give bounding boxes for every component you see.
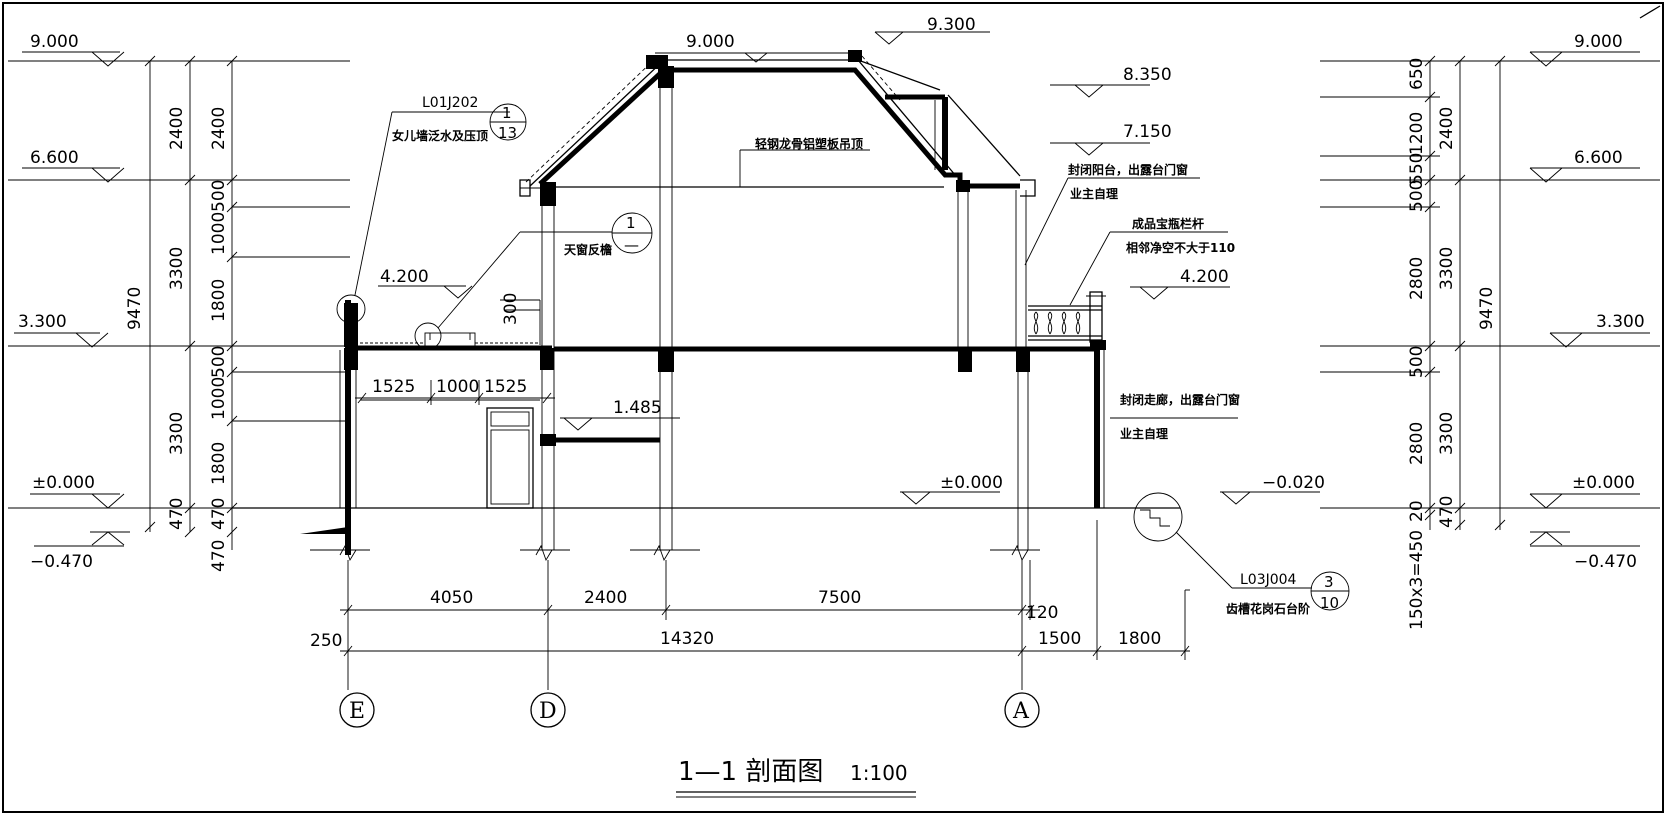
dim-bay-120: 120 [1026, 603, 1058, 623]
step-text: 齿槽花岗石台阶 [1226, 601, 1311, 616]
dim-bay-2400: 2400 [584, 588, 627, 608]
right-elevation-markers: 9.000 6.600 3.300 ±0.000 −0.470 [1320, 32, 1660, 572]
dim-bay-4050: 4050 [430, 588, 473, 608]
right-elev-3300: 3.300 [1596, 312, 1645, 332]
left-dim-outer-470: 470 [167, 498, 187, 530]
right-dim-2400: 2400 [1437, 107, 1457, 150]
elev-balcony-right: 4.200 [1180, 267, 1229, 287]
left-dim-inner-1000a: 1000 [209, 212, 229, 255]
dim-bay-7500: 7500 [818, 588, 861, 608]
axis-A: A [1012, 699, 1030, 724]
right-dim-500b: 500 [1407, 346, 1427, 378]
right-dim-550: 550 [1407, 153, 1427, 185]
parapet-detail-sheet: 13 [498, 124, 517, 142]
right-dim-20: 20 [1407, 500, 1427, 522]
left-elev-6600: 6.600 [30, 148, 79, 168]
elev-roof-top: 9.000 [686, 32, 735, 52]
railing-text-1: 成品宝瓶栏杆 [1132, 216, 1204, 231]
right-dim-2800a: 2800 [1407, 257, 1427, 300]
building-section [232, 50, 1180, 562]
skylight-detail-num: 1 [626, 214, 636, 232]
left-dim-below-470: 470 [209, 540, 229, 572]
drawing-title: 1—1 剖面图 [678, 757, 823, 787]
elev-8350: 8.350 [1123, 65, 1172, 85]
ceiling-text: 轻钢龙骨铝塑板吊顶 [755, 136, 863, 151]
skylight-detail-sheet: — [624, 236, 639, 254]
dim-overall-250: 250 [310, 631, 342, 651]
left-dim-inner-1800a: 1800 [209, 279, 229, 322]
dim-skylight-1000: 1000 [436, 377, 479, 397]
axis-D: D [539, 699, 557, 724]
left-dim-outer-3300b: 3300 [167, 412, 187, 455]
drawing-title-block: 1—1 剖面图 1:100 [676, 757, 916, 798]
left-elevation-markers: 9.000 6.600 3.300 ±0.000 −0.470 [8, 32, 350, 572]
right-elev-9000: 9.000 [1574, 32, 1623, 52]
balcony-text-1: 封闭阳台，出露台门窗 [1068, 162, 1188, 177]
railing-text-2: 相邻净空不大于110 [1126, 240, 1235, 255]
dim-skylight-1525b: 1525 [484, 377, 527, 397]
section-elevation-labels: 9.000 9.300 8.350 7.150 4.200 300 4.200 … [378, 15, 1325, 505]
parapet-ref: L01J202 [422, 95, 478, 111]
left-dim-inner-500a: 500 [209, 180, 229, 212]
right-dim-stairs: 150x3=450 [1407, 530, 1427, 630]
top-corner-tick [1639, 5, 1661, 19]
step-ref: L03J004 [1240, 572, 1297, 588]
elev-1485: 1.485 [613, 398, 662, 418]
horizontal-dimensions: 1525 1000 1525 4050 2400 7500 120 250 14… [310, 377, 1190, 690]
railing [1028, 291, 1106, 343]
right-dim-470: 470 [1437, 496, 1457, 528]
corridor-text-1: 封闭走廊，出露台门窗 [1120, 392, 1240, 407]
dim-300: 300 [501, 293, 521, 325]
parapet-text: 女儿墙泛水及压顶 [392, 128, 488, 143]
left-dim-inner-1000b: 1000 [209, 377, 229, 420]
parapet-detail-num: 1 [502, 104, 512, 122]
left-elev-0000: ±0.000 [32, 473, 95, 493]
right-dim-500a: 500 [1407, 180, 1427, 212]
elev-roof-ridge: 9.300 [927, 15, 976, 35]
annotations: L01J202 女儿墙泛水及压顶 1 13 1 — 天窗反檐 轻钢龙骨铝塑板吊顶… [336, 95, 1350, 616]
step-detail-sheet: 10 [1320, 594, 1339, 612]
elev-terrace-left: 4.200 [380, 267, 429, 287]
elev-outside-ground: −0.020 [1262, 473, 1325, 493]
right-dim-3300a: 3300 [1437, 247, 1457, 290]
right-dimension-chains: 650 1200 550 500 2800 500 2800 20 2400 3… [1320, 55, 1506, 630]
dim-overall-1500: 1500 [1038, 629, 1081, 649]
left-dim-outer-2400: 2400 [167, 107, 187, 150]
left-elev-0470: −0.470 [30, 552, 93, 572]
corridor-text-2: 业主自理 [1120, 426, 1168, 441]
left-dim-inner-2400: 2400 [209, 107, 229, 150]
dim-skylight-1525a: 1525 [372, 377, 415, 397]
left-dim-inner-470: 470 [209, 498, 229, 530]
dim-overall-1800: 1800 [1118, 629, 1161, 649]
left-dim-inner-1800b: 1800 [209, 442, 229, 485]
step-detail-num: 3 [1324, 573, 1334, 591]
right-elev-0470: −0.470 [1574, 552, 1637, 572]
left-dim-outer-3300a: 3300 [167, 247, 187, 290]
left-dimension-chains: 9470 2400 3300 3300 470 2400 500 1000 18… [125, 55, 350, 572]
right-dim-3300b: 3300 [1437, 412, 1457, 455]
axis-E: E [349, 699, 365, 724]
right-dim-total: 9470 [1477, 287, 1497, 330]
right-dim-650: 650 [1407, 58, 1427, 90]
scale-label: 1:100 [850, 761, 908, 785]
axis-bubbles: E D A [339, 692, 1040, 728]
right-elev-0000: ±0.000 [1572, 473, 1635, 493]
left-dim-inner-500b: 500 [209, 346, 229, 378]
elev-7150: 7.150 [1123, 122, 1172, 142]
right-dim-2800b: 2800 [1407, 422, 1427, 465]
left-dim-total: 9470 [125, 287, 145, 330]
skylight-text: 天窗反檐 [564, 242, 612, 257]
left-elev-9000: 9.000 [30, 32, 79, 52]
balcony-text-2: 业主自理 [1070, 186, 1118, 201]
right-dim-1200: 1200 [1407, 112, 1427, 155]
right-elev-6600: 6.600 [1574, 148, 1623, 168]
elev-ground-inner: ±0.000 [940, 473, 1003, 493]
dim-overall-14320: 14320 [660, 629, 714, 649]
left-elev-3300: 3.300 [18, 312, 67, 332]
